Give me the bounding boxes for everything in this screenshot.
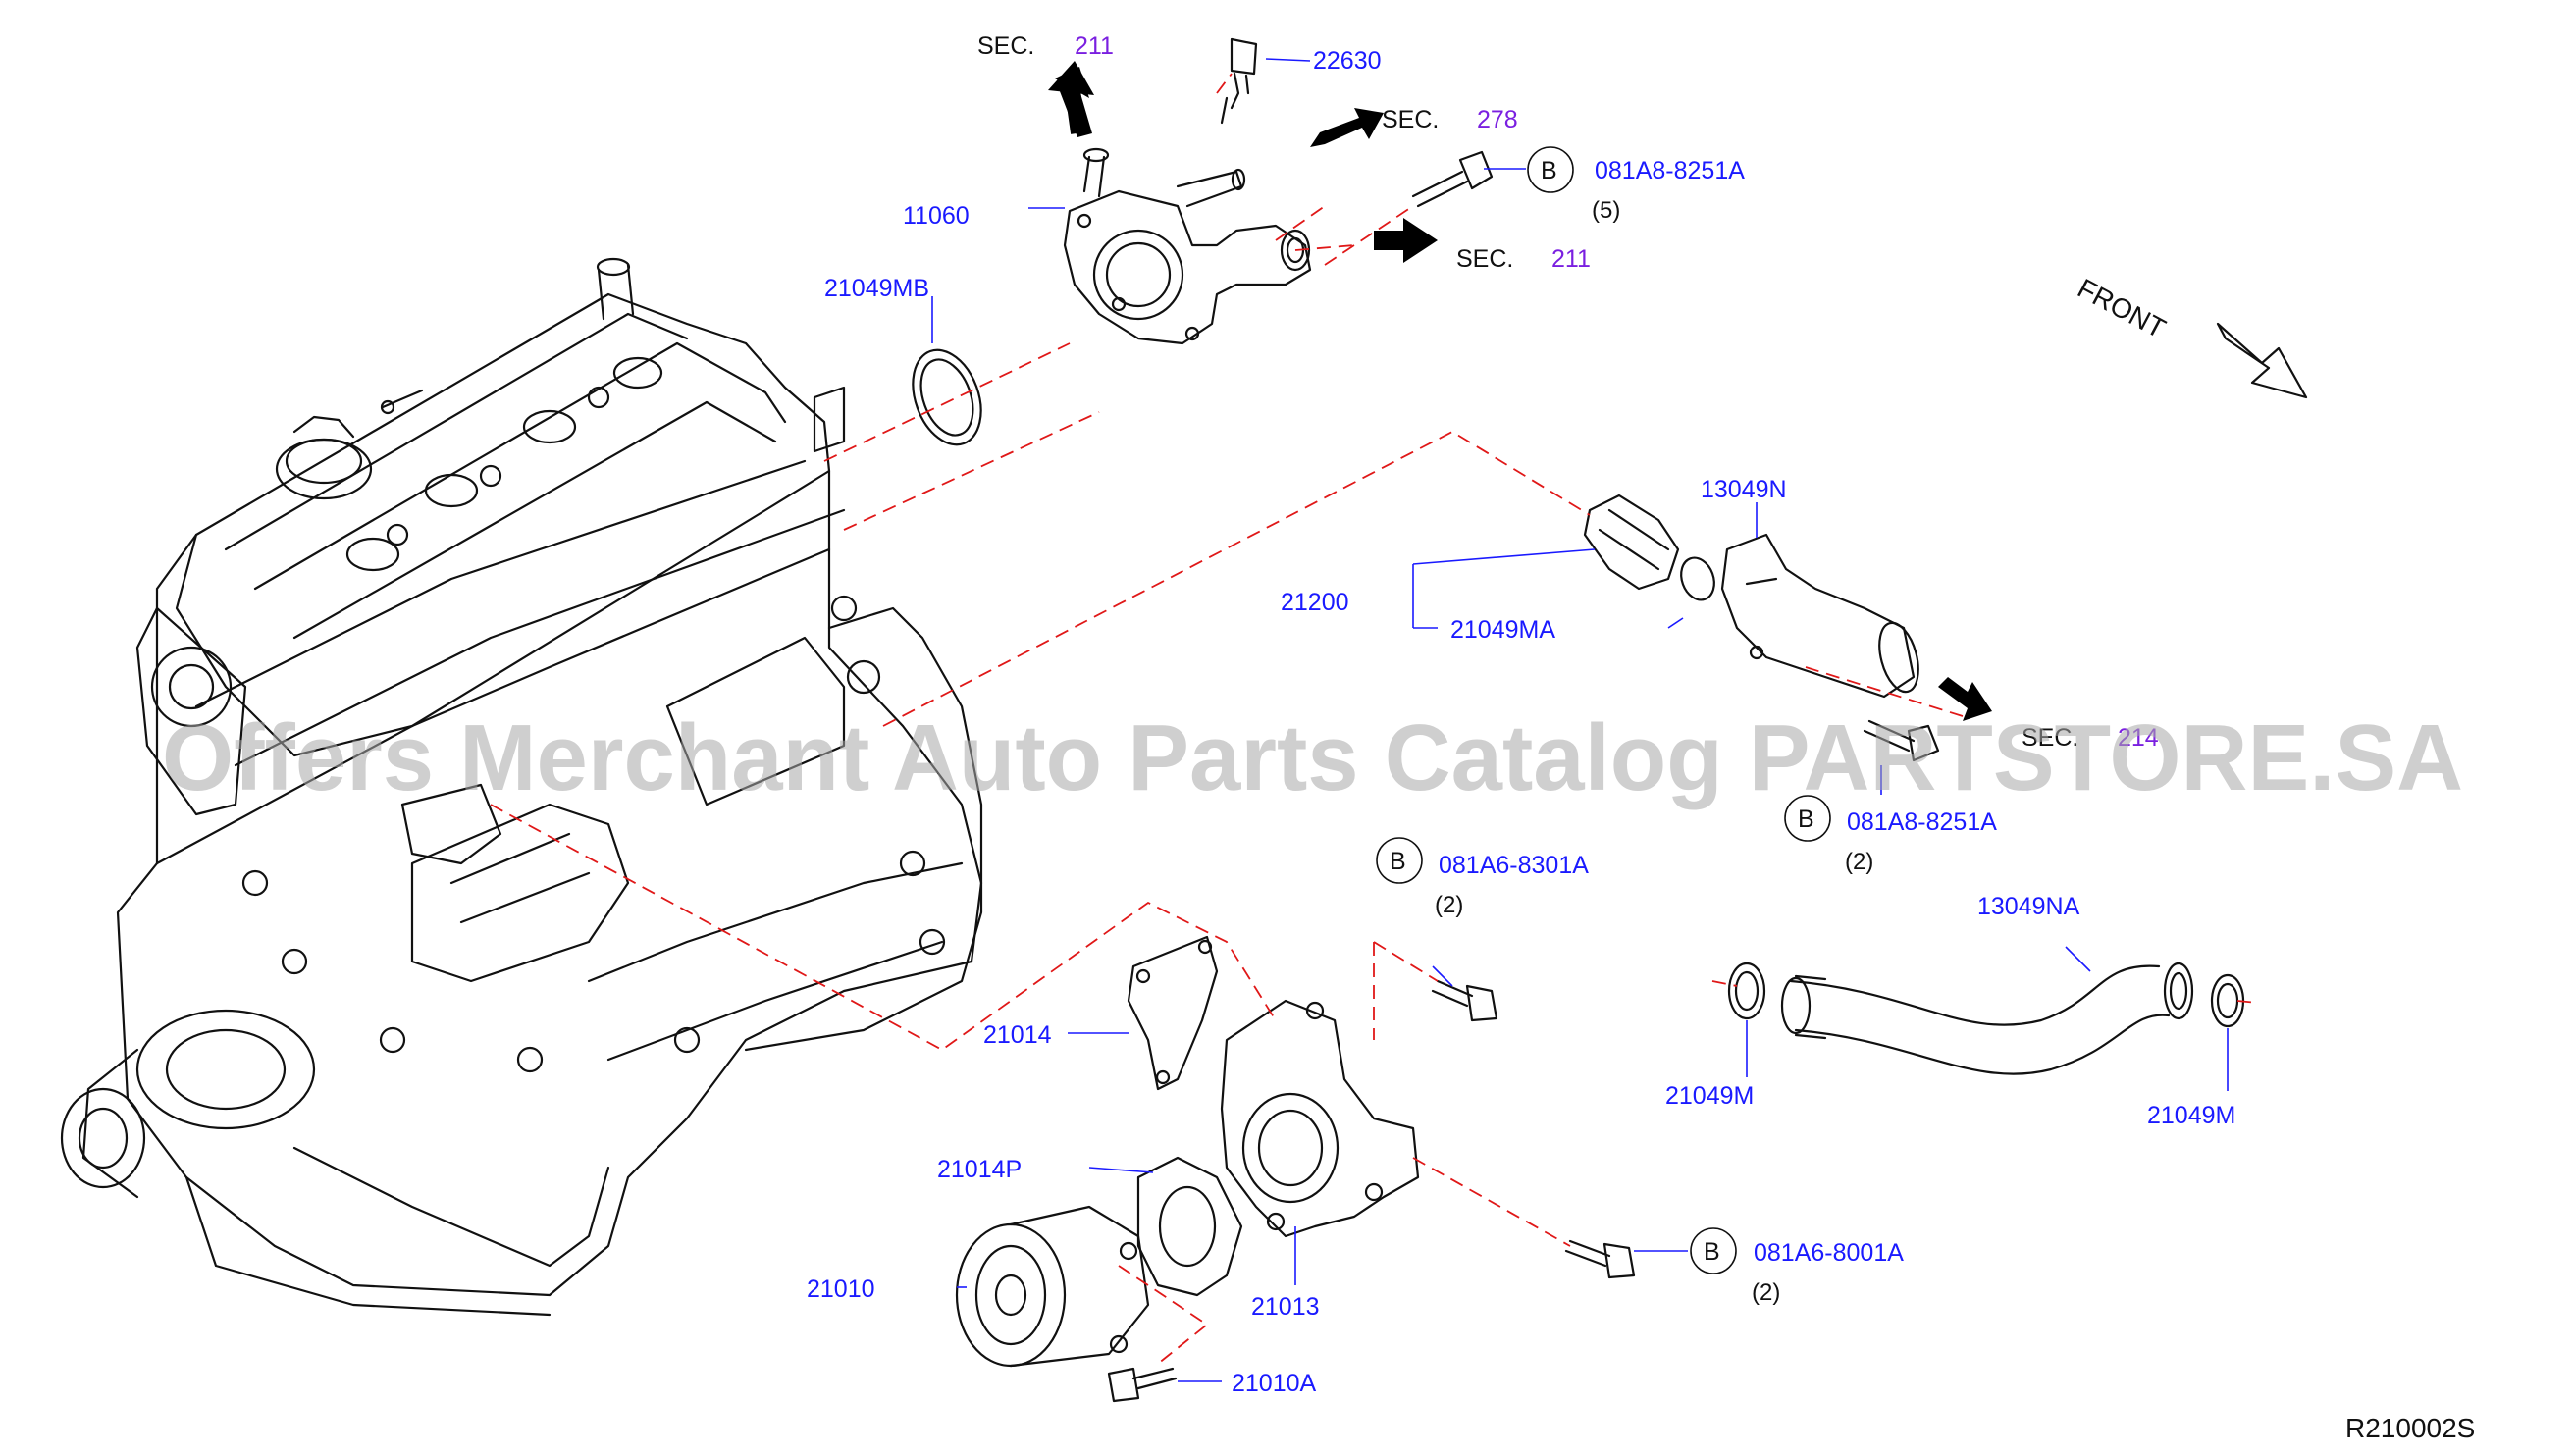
part-leader-lines: [931, 58, 2229, 1382]
part-number-label: 21049MB: [824, 275, 929, 302]
part-number-label: 21013: [1251, 1293, 1320, 1321]
bolt-21010A-illustration: [1107, 1367, 1178, 1403]
part-number-label: 11060: [903, 202, 970, 230]
bolt-marker-letter: B: [1390, 848, 1406, 875]
section-prefix: SEC.: [1382, 106, 1439, 133]
thermostat-21200-illustration: [1583, 494, 1715, 601]
bolt-marker-letters: B B B B: [1390, 157, 1814, 1266]
part-number-label: 21014P: [937, 1156, 1022, 1183]
part-number-label: 21200: [1281, 589, 1349, 616]
water-pump-21010-illustration: [955, 1205, 1150, 1368]
part-number-label: 21049MA: [1450, 616, 1555, 644]
front-label: FRONT: [2073, 273, 2171, 344]
bolt-marker-letter: B: [1798, 806, 1814, 833]
part-number-label: 21010: [807, 1275, 875, 1303]
part-number-label: 21049M: [2147, 1102, 2235, 1129]
part-quantity: (2): [1845, 849, 1873, 875]
watermark-text: Offers Merchant Auto Parts Catalog PARTS…: [162, 705, 2463, 810]
part-number-label: 21014: [983, 1021, 1052, 1049]
part-number-label: 081A6-8301A: [1439, 852, 1589, 879]
arrow-sec-211-up-icon: [1048, 61, 1094, 95]
part-quantity: (2): [1435, 892, 1463, 918]
part-number-label: 13049NA: [1977, 893, 2080, 920]
arrow-sec-278-icon: [1310, 108, 1384, 147]
bolt-081A6-8001A-illustration: [1564, 1239, 1636, 1279]
gasket-21014P-illustration: [1136, 1156, 1243, 1297]
bolt-marker-circles: [1376, 146, 1831, 1274]
part-number-label: 13049N: [1701, 476, 1787, 503]
assembly-guide-lines: [490, 73, 2258, 1365]
temperature-sensor-22630-illustration: [1220, 37, 1258, 125]
front-arrow-icon: [2216, 322, 2308, 399]
water-pipe-13049NA-illustration: [1780, 962, 2194, 1075]
part-number-label: 21010A: [1232, 1370, 1317, 1397]
bolt-marker-letter: B: [1704, 1238, 1720, 1266]
water-outlet-11060-illustration: [1063, 147, 1312, 345]
bolt-081A8-8251A-mid-illustration: [1863, 719, 1940, 762]
section-arrows: [1048, 61, 1992, 721]
arrow-sec-214-icon: [1938, 677, 1992, 721]
section-number: 278: [1477, 106, 1518, 133]
section-prefix: SEC.: [2022, 724, 2078, 752]
section-labels: SEC. 211 SEC. 278 SEC. 211 SEC. 214: [977, 32, 2159, 752]
gasket-21049MB-illustration: [912, 348, 982, 446]
diagram-id: R210002S: [2345, 1413, 2475, 1443]
section-prefix: SEC.: [1456, 245, 1513, 273]
part-quantity: (2): [1752, 1279, 1780, 1306]
part-number-label: 081A8-8251A: [1595, 157, 1745, 184]
pump-housing-21013-illustration: [1220, 999, 1420, 1238]
water-inlet-13049N-illustration: [1720, 533, 1919, 699]
part-number-label: 22630: [1313, 47, 1382, 75]
part-number-label: 081A6-8001A: [1754, 1239, 1904, 1267]
part-quantity: (5): [1592, 197, 1620, 224]
section-prefix: SEC.: [977, 32, 1034, 60]
bolt-marker-letter: B: [1541, 157, 1557, 184]
section-number: 214: [2118, 724, 2159, 752]
bolt-081A8-8251A-top-illustration: [1411, 150, 1494, 208]
part-number-label: 21049M: [1665, 1082, 1754, 1110]
arrow-sec-211-right-icon: [1374, 218, 1438, 263]
part-number-label: 081A8-8251A: [1847, 808, 1997, 836]
engine-block-illustration: [60, 257, 983, 1317]
section-number: 211: [1075, 32, 1114, 60]
part-number-labels: 22630 11060 081A8-8251A (5) 21049MB 1304…: [807, 47, 2235, 1397]
gasket-21014-illustration: [1127, 935, 1219, 1091]
bolt-081A6-8301A-illustration: [1431, 979, 1498, 1022]
gasket-21049M-left-illustration: [1727, 962, 1766, 1020]
section-number: 211: [1551, 245, 1591, 273]
